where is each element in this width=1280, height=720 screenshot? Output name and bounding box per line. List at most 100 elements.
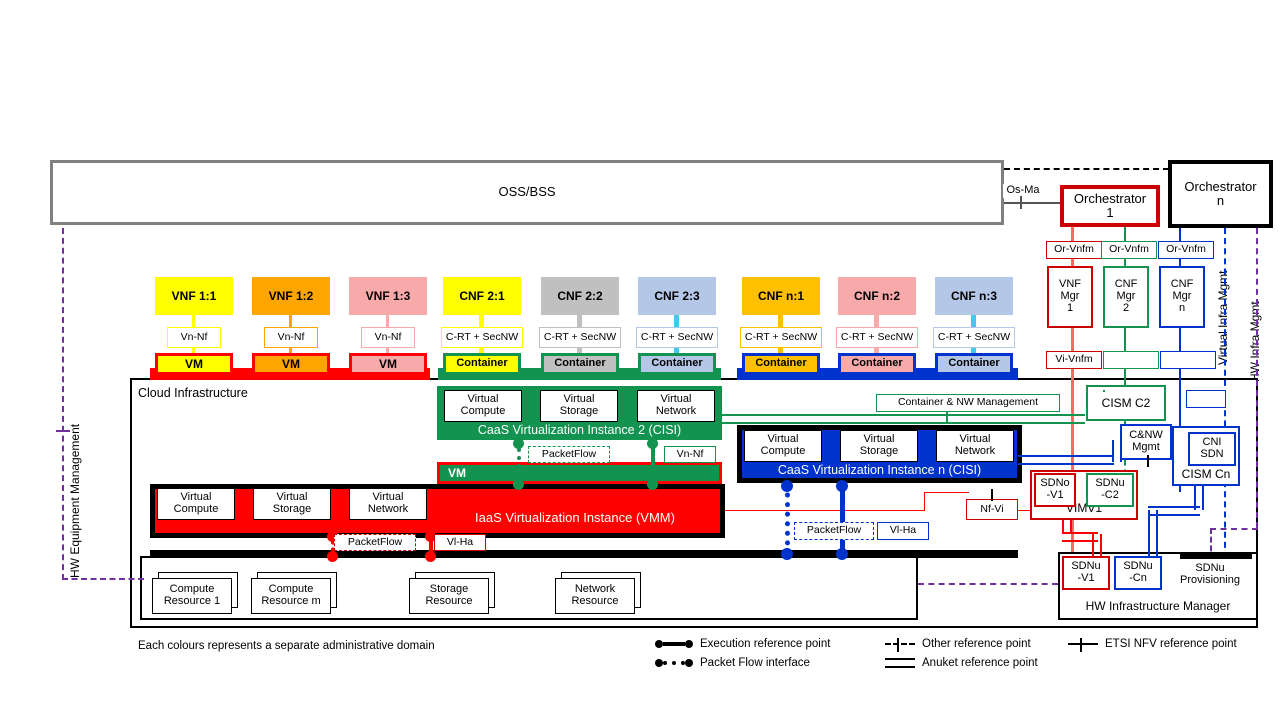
cism-c2-box[interactable]: CISM C2	[1086, 385, 1166, 421]
function-label-4: CNF 2:2	[557, 288, 603, 303]
execution-box-8[interactable]: Container	[935, 353, 1013, 375]
orchestrator-1-label-line2: 1	[1106, 205, 1114, 220]
execution-box-0[interactable]: VM	[155, 353, 233, 375]
vnfmgr-down-line	[1071, 347, 1074, 562]
hw-equipment-management-label: HW Equipment Management	[68, 423, 82, 578]
function-label-3: CNF 2:1	[459, 288, 505, 303]
interface-label-3: C-RT + SecNW	[445, 330, 519, 343]
function-box-6[interactable]: CNF n:1	[742, 277, 820, 315]
nf-vi-line-left	[725, 510, 925, 511]
function-label-5: CNF 2:3	[654, 288, 700, 303]
caasn-viha-dot-top	[836, 480, 848, 492]
nf-vi-pill: Nf-Vi	[966, 499, 1018, 520]
interface-box-5: C-RT + SecNW	[636, 327, 718, 348]
legend-item-anuket: Anuket reference point	[885, 657, 1038, 669]
caasn-cism-cn-double-line	[1018, 455, 1114, 465]
execution-reference-icon	[655, 640, 693, 648]
or-vnfm-pill-1: Or-Vnfm	[1046, 241, 1102, 259]
caasn-viha-pill: Vl-Ha	[877, 522, 929, 540]
function-box-4[interactable]: CNF 2:2	[541, 277, 619, 315]
iaas-packetflow-line	[331, 534, 335, 558]
cnf-mgr-2-box[interactable]: CNF Mgr 2	[1103, 266, 1149, 328]
interface-label-5: C-RT + SecNW	[640, 330, 714, 343]
interface-label-4: C-RT + SecNW	[543, 330, 617, 343]
interface-label-6: C-RT + SecNW	[744, 330, 818, 343]
function-box-5[interactable]: CNF 2:3	[638, 277, 716, 315]
execution-label-6: Container	[755, 357, 807, 370]
hw-infra-mgmt-down	[1210, 528, 1212, 560]
execution-label-3: Container	[456, 357, 508, 370]
function-box-0[interactable]: VNF 1:1	[155, 277, 233, 315]
interface-box-4: C-RT + SecNW	[539, 327, 621, 348]
cnf-mgr-n-box[interactable]: CNF Mgr n	[1159, 266, 1205, 328]
function-box-1[interactable]: VNF 1:2	[252, 277, 330, 315]
cni-sdn-box: CNI SDN	[1188, 432, 1236, 466]
hw-infra-mgmt-vline	[1256, 228, 1258, 528]
nf-vi-riser	[924, 492, 925, 511]
os-ma-label: Os-Ma	[1003, 184, 1043, 198]
vi-vnfm-pill-n	[1160, 351, 1216, 369]
iaas-viha-line	[429, 534, 433, 558]
iaas-packetflow-dot-top	[327, 531, 338, 542]
cloud-infrastructure-label: Cloud Infrastructure	[138, 386, 248, 400]
caas2-packetflow-line	[517, 440, 521, 484]
sdnu-cn-box: SDNu -Cn	[1114, 556, 1162, 590]
execution-box-7[interactable]: Container	[838, 353, 916, 375]
iaas-instance-label: IaaS Virtualization Instance (VMM)	[475, 509, 675, 525]
interface-label-0: Vn-Nf	[180, 330, 208, 343]
vimv1-sdnu-hline	[1062, 532, 1098, 542]
execution-box-5[interactable]: Container	[638, 353, 716, 375]
function-box-3[interactable]: CNF 2:1	[443, 277, 521, 315]
ossbss-orchn-dashed-line	[1004, 168, 1169, 170]
container-nw-mgmt-double-line	[715, 414, 1085, 424]
legend-item-etsi: ETSI NFV reference point	[1068, 638, 1237, 652]
caas-instance-2-label: CaaS Virtualization Instance 2 (CISI)	[477, 423, 682, 438]
vimv1-sdnu-riser	[1062, 520, 1072, 534]
interface-box-1: Vn-Nf	[264, 327, 318, 348]
container-nw-mgmt-tick	[946, 410, 948, 422]
execution-box-3[interactable]: Container	[443, 353, 521, 375]
execution-box-2[interactable]: VM	[349, 353, 427, 375]
other-reference-icon	[885, 638, 915, 652]
orch1-cnfmgr2-line	[1124, 227, 1126, 457]
ossbss-label: OSS/BSS	[498, 184, 556, 200]
execution-label-7: Container	[851, 357, 903, 370]
caas2-vm-label: VM	[448, 466, 466, 480]
execution-box-1[interactable]: VM	[252, 353, 330, 375]
function-label-0: VNF 1:1	[171, 288, 217, 303]
vnf-mgr-1-box[interactable]: VNF Mgr 1	[1047, 266, 1093, 328]
orchestrator-n-box[interactable]: Orchestrator n	[1168, 160, 1273, 228]
iaas-viha-pill: Vl-Ha	[434, 534, 486, 551]
orchestrator-1-box[interactable]: Orchestrator 1	[1060, 185, 1160, 227]
nf-vi-tick	[991, 489, 993, 501]
vi-vnfm-pill-1: Vi-Vnfm	[1046, 351, 1102, 369]
vi-vnfm-pill-2	[1103, 351, 1159, 369]
caas-instance-n-label: CaaS Virtualization Instance n (CISI)	[777, 463, 982, 478]
caas2-vnnf-dot-top	[647, 438, 658, 449]
execution-label-4: Container	[554, 357, 606, 370]
caas2-vnnf-line	[651, 440, 655, 484]
function-box-7[interactable]: CNF n:2	[838, 277, 916, 315]
caas2-vm-band: VM	[437, 462, 722, 484]
etsi-nfv-reference-icon	[1068, 638, 1098, 652]
function-box-2[interactable]: VNF 1:3	[349, 277, 427, 315]
hw-equipment-mgmt-vline	[62, 228, 64, 580]
execution-box-4[interactable]: Container	[541, 353, 619, 375]
interface-label-2: Vn-Nf	[374, 330, 402, 343]
container-nw-management-pill: Container & NW Management	[876, 394, 1060, 412]
hw-equipment-mgmt-hline	[62, 578, 144, 580]
execution-label-8: Container	[948, 357, 1000, 370]
function-box-8[interactable]: CNF n:3	[935, 277, 1013, 315]
hw-equipment-mgmt-tick	[56, 430, 70, 432]
execution-box-6[interactable]: Container	[742, 353, 820, 375]
interface-box-8: C-RT + SecNW	[933, 327, 1015, 348]
legend-item-other: Other reference point	[885, 638, 1031, 652]
legend-item-execution: Execution reference point	[655, 638, 830, 650]
execution-label-0: VM	[185, 356, 203, 371]
caas2-packetflow-dot-top	[513, 438, 524, 449]
